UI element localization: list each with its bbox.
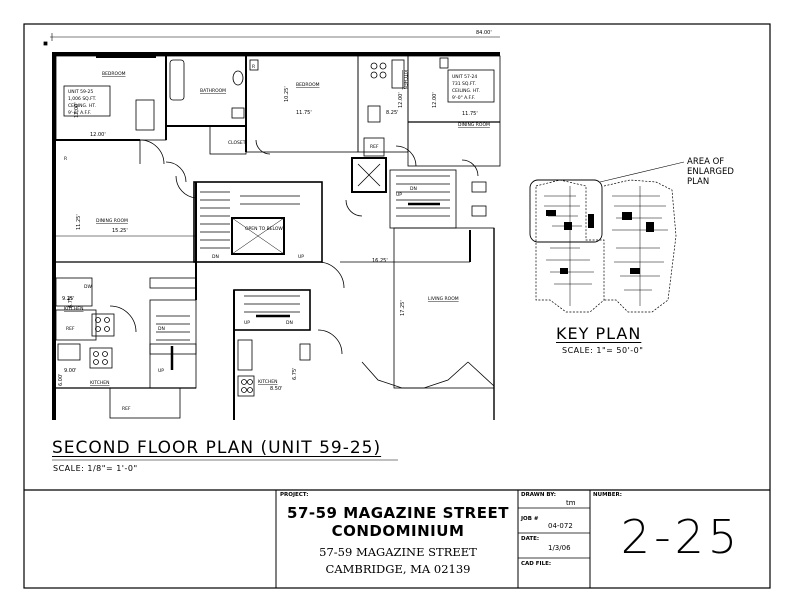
dim-12-00-r2: 12.00' — [432, 92, 438, 108]
unit-box-line: UNIT 57-24 — [452, 74, 477, 80]
unit-box-line: CEILING. HT. — [452, 88, 480, 94]
dim-12-00-h: 12.00' — [90, 132, 106, 138]
room-label-open-to-below: OPEN TO BELOW — [245, 226, 283, 232]
fixture-up-1: UP — [396, 192, 402, 198]
dim-9-00: 9.00' — [64, 368, 77, 374]
sheet-number: 2-25 — [620, 510, 742, 564]
date-value: 1/3/06 — [548, 544, 571, 552]
dim-6-75: 6.75' — [68, 295, 74, 308]
dim-11-75-r: 11.75' — [462, 111, 478, 117]
dim-overall: 84.00' — [476, 30, 492, 36]
dim-11-75: 11.75' — [296, 110, 312, 116]
room-label-bedroom-a: BEDROOM — [102, 71, 126, 77]
dim-16-25: 16.25' — [372, 258, 388, 264]
number-label: NUMBER: — [593, 492, 622, 498]
project-address-line1: 57-59 MAGAZINE STREET — [319, 545, 477, 559]
dim-17-25: 17.25' — [400, 300, 406, 316]
unit-box-57-24: UNIT 57-24 731 SQ.FT. CEILING. HT. 9'-0"… — [447, 69, 495, 103]
room-label-kitchen-left-b: KITCHEN — [90, 380, 110, 386]
dim-6-75b: 6.75' — [292, 367, 298, 380]
dim-15-25: 15.25' — [112, 228, 128, 234]
drawn-by-value: tm — [566, 499, 576, 507]
plan-scale: SCALE: 1/8"= 1'-0" — [53, 464, 138, 473]
dim-9-25: 9.25' — [62, 296, 75, 302]
dim-6-00: 6.00' — [58, 373, 64, 386]
room-label-dining-room: DINING ROOM — [96, 218, 128, 224]
room-label-living-room: LIVING ROOM — [428, 296, 459, 302]
fixture-ref: REF — [66, 326, 75, 332]
fixture-dn-4: DN — [286, 320, 293, 326]
dim-10-25: 10.25' — [284, 86, 290, 102]
unit-box-line: 9'-0" A.F.F. — [68, 110, 91, 116]
fixture-r-2: R — [252, 64, 255, 70]
room-label-dining-room-adj: DINING ROOM — [458, 122, 490, 128]
project-name-line2: CONDOMINIUM — [331, 522, 465, 540]
fixture-ref-c: REF — [370, 144, 379, 150]
drawn-by-label: DRAWN BY: — [521, 492, 556, 498]
fixture-up-2: UP — [298, 254, 304, 260]
date-label: DATE: — [521, 536, 540, 542]
dim-8-50: 8.50' — [270, 386, 283, 392]
dim-12-00-r1: 12.00' — [398, 92, 404, 108]
fixture-dw: DW — [84, 284, 92, 290]
project-label: PROJECT: — [280, 492, 309, 498]
dim-11-25: 11.25' — [76, 214, 82, 230]
unit-box-line: 9'-0" A.F.F. — [452, 95, 475, 101]
fixture-r-1: R — [64, 156, 67, 162]
fixture-up-4: UP — [244, 320, 250, 326]
fixture-dn-2: DN — [212, 254, 219, 260]
fixture-closet: CLOSET — [228, 140, 246, 146]
key-plan-callout: AREA OF ENLARGED PLAN — [687, 157, 734, 187]
fixture-up-3: UP — [158, 368, 164, 374]
unit-box-line: 731 SQ.FT. — [452, 81, 476, 87]
room-label-kitchen-center: KITCHEN — [258, 379, 278, 385]
unit-box-line: CEILING. HT. — [68, 103, 96, 109]
unit-box-line: UNIT 59-25 — [68, 89, 93, 95]
fixture-ref-b: REF — [122, 406, 131, 412]
fixture-dn-1: DN — [410, 186, 417, 192]
job-label: JOB # — [521, 516, 539, 522]
cad-file-label: CAD FILE: — [521, 561, 552, 567]
plan-title: SECOND FLOOR PLAN (UNIT 59-25) — [52, 438, 382, 458]
room-label-kitchen-top: KITCHEN — [402, 70, 408, 90]
job-value: 04-072 — [548, 522, 573, 530]
dim-8-25: 8.25' — [386, 110, 399, 116]
dim-12-00-v: 12.00' — [74, 102, 80, 118]
room-label-kitchen-left: KITCHEN — [64, 306, 84, 312]
room-label-bedroom-b: BEDROOM — [296, 82, 320, 88]
project-address-line2: CAMBRIDGE, MA 02139 — [325, 562, 471, 576]
unit-box-line: 1,006 SQ.FT. — [68, 96, 96, 102]
fixture-dn-3: DN — [158, 326, 165, 332]
unit-box-59-25: UNIT 59-25 1,006 SQ.FT. CEILING. HT. 9'-… — [63, 85, 111, 117]
room-label-bathroom: BATHROOM — [200, 88, 226, 94]
key-plan-title: KEY PLAN — [556, 324, 642, 343]
key-plan-scale: SCALE: 1"= 50'-0" — [562, 346, 644, 355]
project-name-line1: 57-59 MAGAZINE STREET — [287, 504, 509, 522]
